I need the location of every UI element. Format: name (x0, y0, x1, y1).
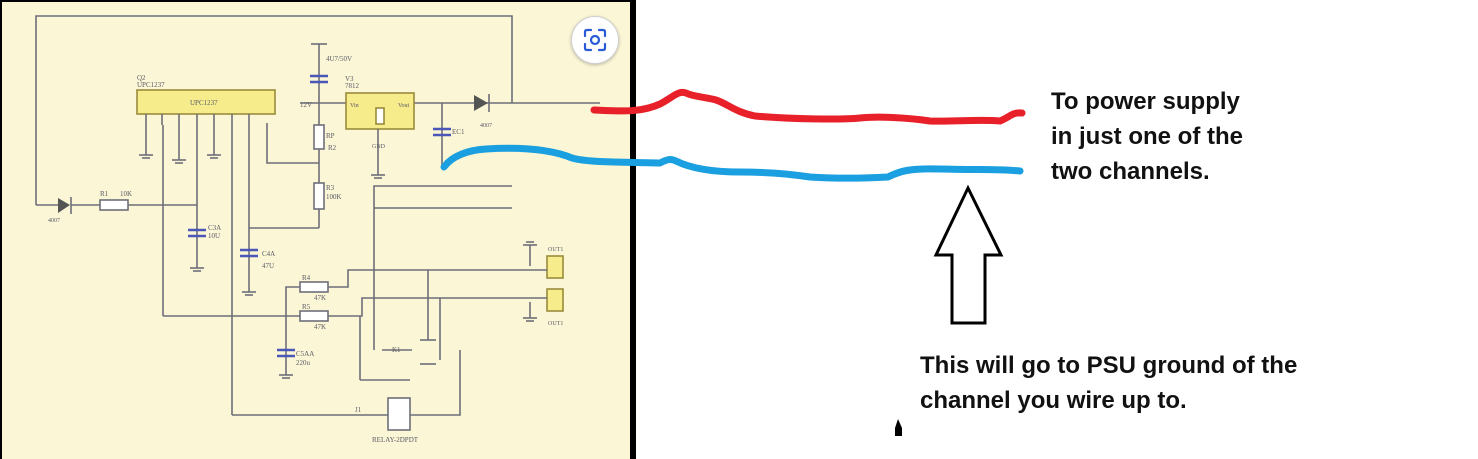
label-cap-top: 4U7/50V (326, 55, 352, 63)
label-c5aa-value: 220u (296, 359, 311, 367)
label-r3-value: 100K (326, 193, 342, 201)
ground-note-line-2: channel you wire up to. (920, 387, 1187, 414)
label-diode-left: 4007 (48, 218, 60, 224)
connector-out-a (546, 255, 564, 279)
schematic-labels: Q2 UPC1237 UPC1237 4U7/50V V3 7812 Vin V… (48, 55, 563, 444)
ground-note: This will go to PSU ground of the channe… (920, 348, 1297, 418)
label-r1-value: 10K (120, 190, 132, 198)
label-r4: R4 (302, 274, 311, 282)
label-q2-ref: Q2 (137, 74, 146, 82)
red-power-wire (590, 88, 1026, 125)
ic-upc1237 (136, 89, 276, 115)
label-q2-part: UPC1237 (137, 81, 165, 89)
label-v3-in: Vin (350, 103, 359, 109)
resistor-r3 (313, 182, 325, 210)
label-r1: R1 (100, 190, 109, 198)
coil-wire-right (410, 350, 461, 416)
power-note-line-3: two channels. (1051, 158, 1210, 185)
resistor-rp (313, 124, 325, 150)
lens-scan-button[interactable] (571, 16, 619, 64)
label-k1: K1 (392, 346, 401, 354)
label-r4-value: 47K (314, 294, 326, 302)
label-r5-value: 47K (314, 323, 326, 331)
label-r3: R3 (326, 184, 335, 192)
ground-symbol (371, 174, 385, 179)
label-diode-top: 4007 (480, 123, 492, 129)
resistor-r4 (299, 281, 329, 293)
ground-symbol (279, 374, 293, 379)
speaker-line-1 (373, 185, 512, 350)
ground-symbol (172, 159, 186, 164)
feedback-wire (35, 15, 513, 205)
ground-symbol (523, 241, 537, 246)
lens-scan-icon (583, 28, 607, 52)
label-c3a: C3A (208, 224, 221, 232)
label-v3-part: 7812 (345, 82, 360, 90)
relay-coil (387, 397, 411, 431)
ground-symbol (242, 291, 256, 296)
label-v3-out: Vout (398, 103, 410, 109)
label-v3-gnd: GND (372, 144, 386, 150)
resistor-r5 (299, 310, 329, 322)
power-supply-note: To power supply in just one of the two c… (1051, 84, 1243, 189)
diode-left (58, 198, 70, 213)
ground-symbol (190, 267, 204, 272)
ground-symbol (139, 154, 153, 159)
label-r2: R2 (328, 144, 337, 152)
rp-tap-wire (266, 123, 319, 164)
label-q2-body: UPC1237 (190, 99, 218, 107)
label-ec1: EC1 (452, 128, 465, 136)
ground-symbols (139, 154, 537, 379)
connector-out-b (546, 288, 564, 312)
label-r5: R5 (302, 303, 311, 311)
stray-mark (895, 419, 902, 436)
power-note-line-2: in just one of the (1051, 123, 1243, 150)
resistor-r1 (99, 199, 129, 211)
r5-out-wire (328, 297, 500, 317)
schematic-drawing (35, 15, 600, 431)
schematic-image (2, 2, 630, 459)
up-arrow-icon (933, 184, 1004, 325)
label-rp: RP (326, 132, 335, 140)
r4-out-wire (328, 269, 500, 288)
blue-ground-wire (440, 144, 1024, 182)
power-note-line-1: To power supply (1051, 88, 1240, 115)
r4-left-wire (285, 286, 300, 316)
label-c4a: C4A (262, 250, 275, 258)
label-c5aa: C5AA (296, 350, 314, 358)
ground-note-line-1: This will go to PSU ground of the (920, 352, 1298, 379)
label-12v: 12V (300, 101, 312, 109)
label-v3-ref: V3 (345, 75, 354, 83)
label-out-b: OUT1 (548, 321, 563, 327)
ground-symbol (207, 154, 221, 159)
label-j1: J1 (355, 406, 362, 414)
label-relay: RELAY-2DPDT (372, 436, 419, 444)
label-out-a: OUT1 (548, 247, 563, 253)
regulator-tab (375, 107, 385, 125)
diode-top (474, 95, 488, 111)
ground-symbol (523, 317, 537, 322)
label-c4a-value: 47U (262, 262, 274, 270)
label-c3a-value: 10U (208, 232, 220, 240)
